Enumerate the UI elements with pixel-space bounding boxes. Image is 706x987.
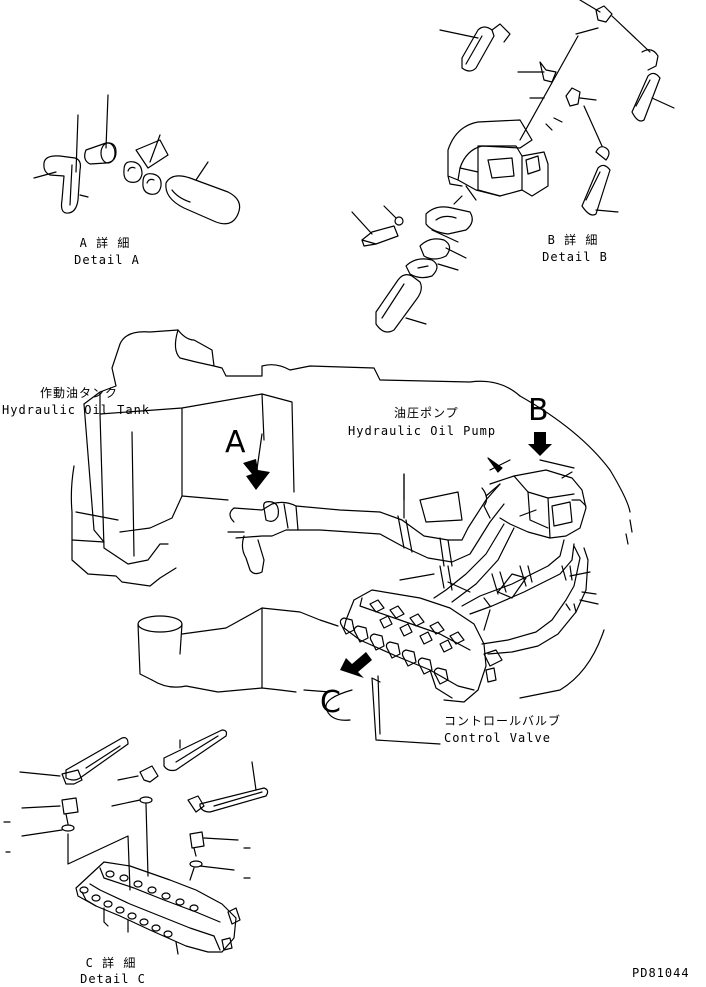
control-valve-label-jp: コントロールバルブ	[444, 714, 562, 728]
arrow-a	[243, 459, 270, 490]
pump-pointer	[487, 457, 503, 473]
detail-c-title-en: Detail C	[80, 972, 146, 986]
letter-a: A	[225, 425, 246, 460]
detail-c-drawing	[3, 533, 629, 955]
hydraulic-oil-pump-label-en: Hydraulic Oil Pump	[348, 424, 497, 438]
control-valve-label-en: Control Valve	[444, 731, 551, 745]
hydraulic-oil-tank-label-en: Hydraulic Oil Tank	[2, 403, 151, 417]
arrow-b	[528, 432, 552, 456]
detail-b-title-en: Detail B	[542, 250, 608, 264]
hydraulic-oil-pump-label-jp: 油圧ポンプ	[394, 406, 459, 420]
letter-c: C	[320, 685, 341, 720]
detail-b-drawing	[351, 0, 675, 333]
callout-c-curve	[325, 689, 353, 721]
hydraulic-oil-tank-label-jp: 作動油タンク	[40, 386, 119, 400]
detail-a-title-en: Detail A	[74, 253, 140, 267]
letter-b: B	[528, 393, 549, 428]
detail-a-title-jp: A 詳 細	[79, 236, 131, 250]
arrow-c	[340, 652, 372, 678]
detail-b-title-jp: B 詳 細	[547, 233, 599, 247]
drawing-code: PD81044	[632, 966, 690, 980]
valve-spools	[339, 599, 503, 685]
main-assembly-drawing	[70, 329, 633, 745]
detail-c-title-jp: C 詳 細	[85, 956, 137, 970]
detail-a-drawing	[33, 94, 241, 225]
